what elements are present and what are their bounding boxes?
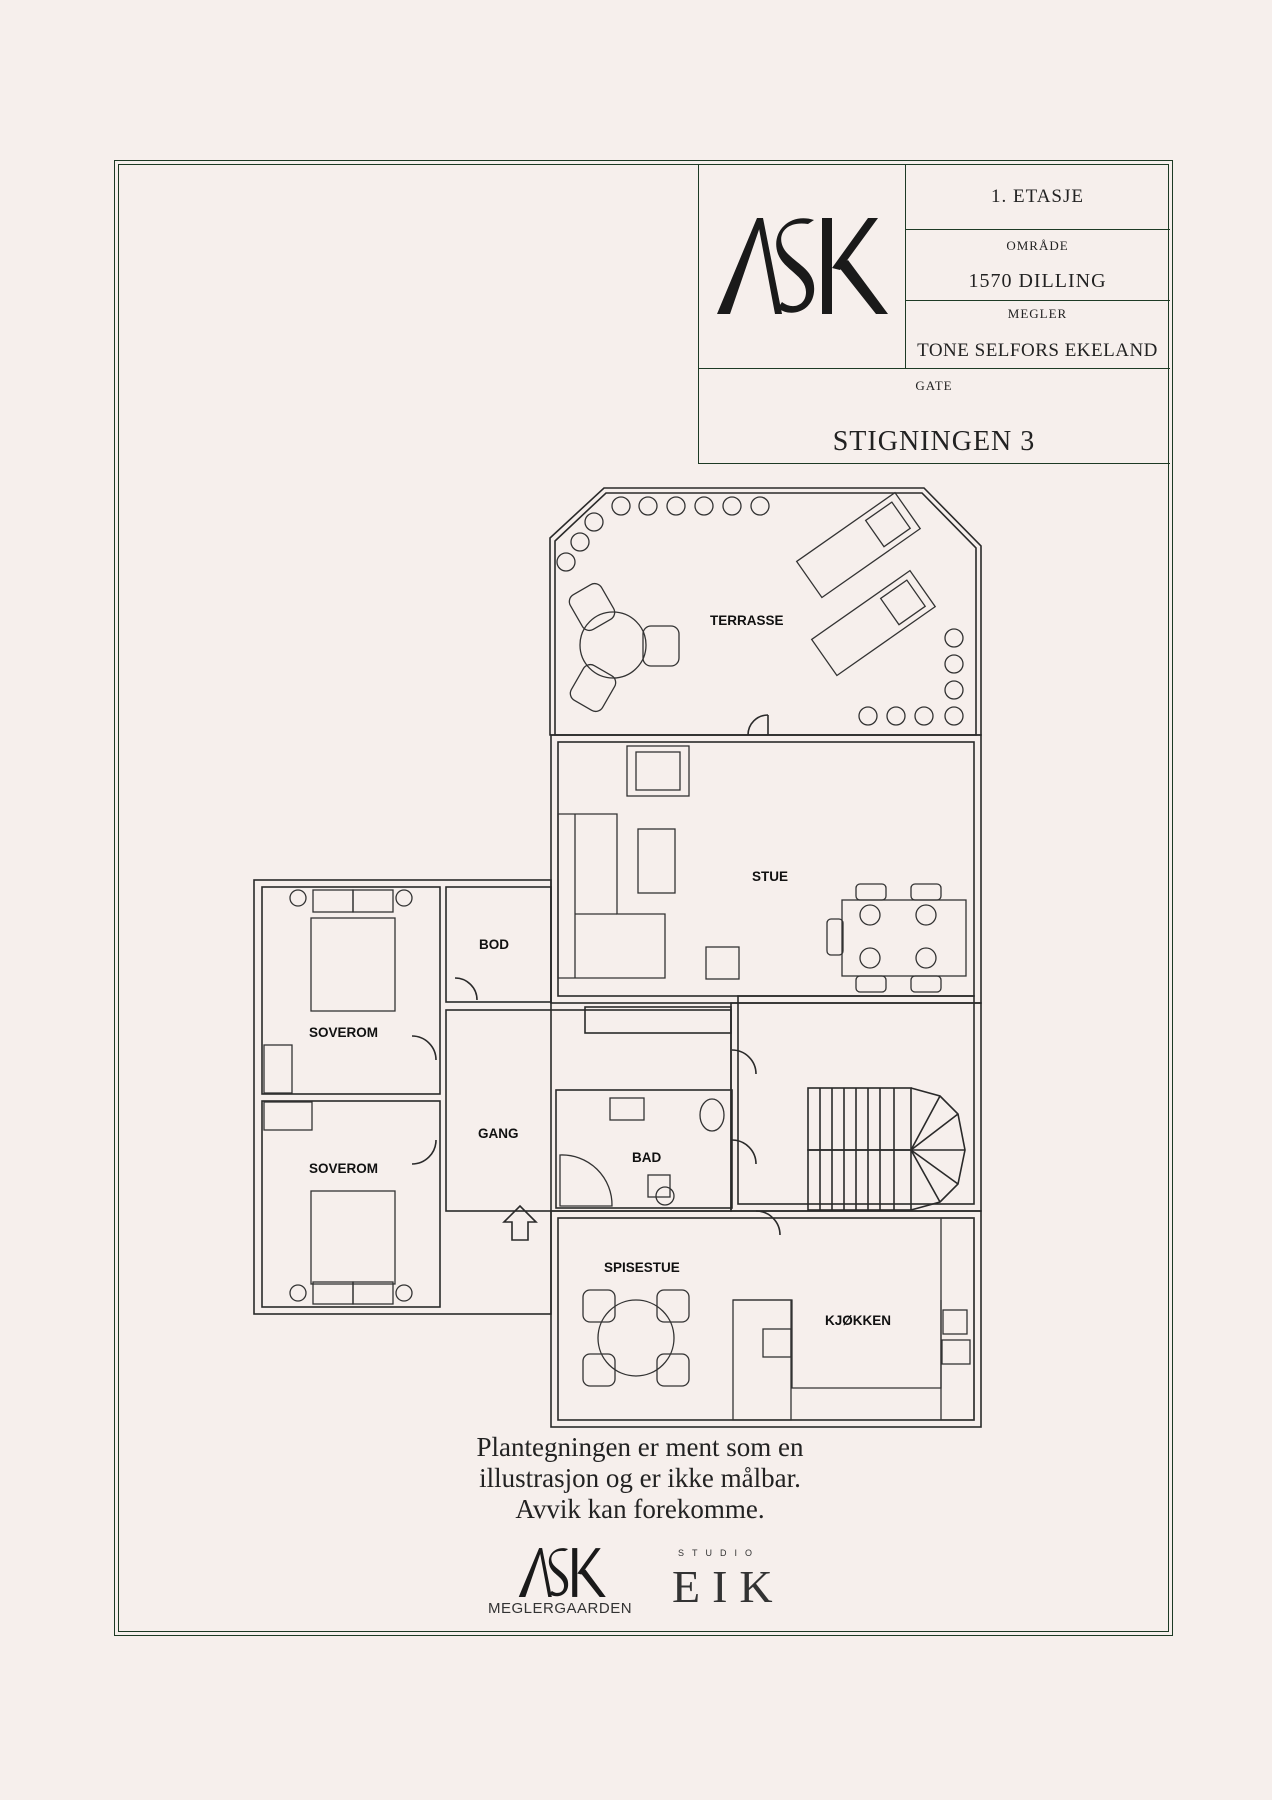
- agent-value: TONE SELFORS EKELAND: [917, 340, 1158, 361]
- bathroom-walls: [555, 1089, 733, 1209]
- bed: [310, 1190, 396, 1285]
- area-value: 1570 DILLING: [968, 270, 1107, 292]
- title-block-divider: [905, 300, 1170, 301]
- page-frame: [114, 160, 1173, 1636]
- room-label-bad: BAD: [632, 1150, 661, 1165]
- sun-lounger: [795, 491, 922, 599]
- meglergaarden-text: MEGLERGAARDEN: [488, 1600, 633, 1617]
- kitchen-dining-walls: [550, 1210, 982, 1428]
- agent-label: MEGLER: [1007, 306, 1068, 321]
- disclaimer-text: Plantegningen er ment som en illustrasjo…: [476, 1432, 804, 1524]
- armchair: [626, 745, 690, 797]
- shower: [559, 1154, 613, 1207]
- bedroom-wing-walls: [253, 879, 552, 1315]
- area-label: OMRÅDE: [1006, 238, 1069, 253]
- street-value: STIGNINGEN 3: [832, 426, 1036, 457]
- floor-label: 1. ETASJE: [991, 186, 1084, 207]
- studio-text: STUDIO: [678, 1548, 761, 1558]
- ask-footer-logo: [518, 1548, 606, 1597]
- sun-lounger: [810, 569, 937, 677]
- cooktop: [762, 1328, 792, 1358]
- bathroom-sink: [609, 1097, 645, 1121]
- ask-logo: [717, 218, 888, 314]
- sofa: [557, 813, 666, 979]
- coffee-table: [637, 828, 676, 894]
- room-label-soverom-2: SOVEROM: [309, 1161, 378, 1176]
- street-label: GATE: [915, 378, 953, 393]
- room-label-terrasse: TERRASSE: [710, 613, 784, 628]
- dining-round-table: [597, 1299, 675, 1377]
- terrace-table: [579, 611, 647, 679]
- toilet: [699, 1098, 725, 1132]
- room-label-kjokken: KJØKKEN: [825, 1313, 891, 1328]
- title-block-divider: [905, 164, 906, 369]
- bed: [310, 917, 396, 1012]
- room-label-soverom-1: SOVEROM: [309, 1025, 378, 1040]
- title-block-divider: [698, 368, 1170, 369]
- dining-table: [841, 899, 967, 977]
- fireplace: [705, 946, 740, 980]
- title-block-divider: [905, 229, 1170, 230]
- kitchen-sink: [941, 1339, 971, 1365]
- eik-logo: EIK: [672, 1561, 785, 1612]
- page-frame-inner: [118, 164, 1169, 1632]
- room-label-gang: GANG: [478, 1126, 519, 1141]
- room-label-stue: STUE: [752, 869, 788, 884]
- title-block-divider: [698, 463, 1170, 464]
- stairs: [807, 1087, 966, 1211]
- room-label-spisestue: SPISESTUE: [604, 1260, 680, 1275]
- title-block-divider: [698, 164, 699, 464]
- plant-icon: [556, 496, 964, 726]
- room-label-bod: BOD: [479, 937, 509, 952]
